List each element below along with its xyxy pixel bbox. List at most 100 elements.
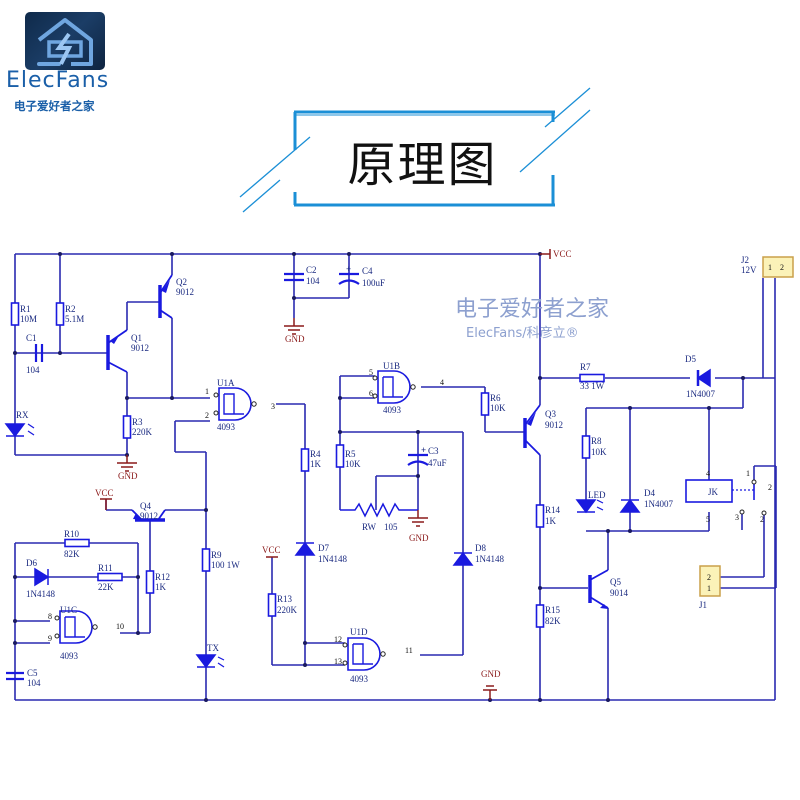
svg-text:1: 1 xyxy=(746,469,750,478)
svg-text:D4: D4 xyxy=(644,488,655,498)
transistor-q2 xyxy=(158,274,173,319)
svg-text:4093: 4093 xyxy=(383,405,402,415)
svg-text:1N4148: 1N4148 xyxy=(318,554,347,564)
logo-brand: ElecFans xyxy=(6,68,110,93)
svg-text:2: 2 xyxy=(760,515,764,524)
svg-text:Q3: Q3 xyxy=(545,409,556,419)
svg-text:104: 104 xyxy=(26,365,40,375)
svg-text:Q2: Q2 xyxy=(176,277,187,287)
svg-text:J1: J1 xyxy=(699,600,707,610)
resistor-r1 xyxy=(10,302,20,326)
svg-text:Q1: Q1 xyxy=(131,333,142,343)
svg-text:47uF: 47uF xyxy=(428,458,447,468)
resistor-r12 xyxy=(145,570,155,594)
svg-text:2: 2 xyxy=(768,483,772,492)
diode-d5 xyxy=(696,368,711,388)
led-tx xyxy=(195,654,217,669)
svg-text:1K: 1K xyxy=(310,459,322,469)
logo-subtitle: 电子爱好者之家 xyxy=(14,99,95,113)
svg-text:R11: R11 xyxy=(98,563,113,573)
resistor-r13 xyxy=(267,593,277,617)
svg-text:C4: C4 xyxy=(362,266,373,276)
vcc-label: VCC xyxy=(95,488,114,498)
ground-symbol xyxy=(407,509,429,527)
capacitor-c3 xyxy=(407,453,429,466)
page-title: 原理图 xyxy=(347,137,498,193)
svg-text:10K: 10K xyxy=(490,403,506,413)
svg-text:9012: 9012 xyxy=(176,287,194,297)
gnd-label: GND xyxy=(481,669,501,679)
svg-text:R7: R7 xyxy=(580,362,591,372)
svg-text:9012: 9012 xyxy=(131,343,149,353)
svg-text:D8: D8 xyxy=(475,543,486,553)
svg-text:R8: R8 xyxy=(591,436,602,446)
svg-text:+: + xyxy=(346,264,351,274)
svg-text:105: 105 xyxy=(384,522,398,532)
resistors xyxy=(10,302,605,628)
diode-d4 xyxy=(619,498,641,513)
svg-text:U1C: U1C xyxy=(60,605,77,615)
transistor-arrows xyxy=(110,280,608,609)
svg-text:1N4007: 1N4007 xyxy=(686,389,715,399)
svg-text:33 1W: 33 1W xyxy=(580,381,605,391)
gate-u1d xyxy=(342,637,387,671)
elecfans-logo xyxy=(25,12,105,70)
gate-u1a xyxy=(213,387,258,421)
svg-text:R12: R12 xyxy=(155,572,170,582)
resistor-r11 xyxy=(97,572,123,582)
resistor-r6 xyxy=(480,392,490,416)
resistor-r10 xyxy=(64,538,90,548)
svg-text:13: 13 xyxy=(334,657,342,666)
svg-text:R5: R5 xyxy=(345,449,356,459)
resistor-r4 xyxy=(300,448,310,472)
svg-text:2: 2 xyxy=(780,263,784,272)
svg-text:22K: 22K xyxy=(98,582,114,592)
led-rx xyxy=(4,423,26,438)
svg-text:4093: 4093 xyxy=(350,674,369,684)
svg-text:J2: J2 xyxy=(741,255,749,265)
svg-text:U1A: U1A xyxy=(217,378,235,388)
svg-text:1N4148: 1N4148 xyxy=(26,589,55,599)
transistor-q5 xyxy=(588,569,609,609)
connector-j2 xyxy=(762,256,794,278)
svg-text:1: 1 xyxy=(205,387,209,396)
power-symbols xyxy=(100,249,551,700)
resistor-r9 xyxy=(201,548,211,572)
resistor-r2 xyxy=(55,302,65,326)
svg-text:8: 8 xyxy=(48,612,52,621)
svg-text:3: 3 xyxy=(271,402,275,411)
svg-text:10K: 10K xyxy=(345,459,361,469)
svg-text:5: 5 xyxy=(369,368,373,377)
svg-text:R6: R6 xyxy=(490,393,501,403)
svg-text:2: 2 xyxy=(205,411,209,420)
svg-text:4: 4 xyxy=(706,469,710,478)
svg-text:9: 9 xyxy=(48,634,52,643)
resistor-r8 xyxy=(581,435,591,459)
svg-text:LED: LED xyxy=(588,490,606,500)
svg-text:TX: TX xyxy=(207,643,219,653)
svg-text:6: 6 xyxy=(369,389,373,398)
led-rays xyxy=(27,423,604,668)
svg-text:Q5: Q5 xyxy=(610,577,621,587)
svg-text:104: 104 xyxy=(27,678,41,688)
svg-text:5.1M: 5.1M xyxy=(65,314,84,324)
svg-text:1K: 1K xyxy=(155,582,167,592)
svg-text:12: 12 xyxy=(334,635,342,644)
svg-text:4: 4 xyxy=(440,378,444,387)
svg-text:+: + xyxy=(421,445,426,455)
resistor-r15 xyxy=(535,604,545,628)
title-frame xyxy=(239,87,591,213)
gnd-label: GND xyxy=(118,471,138,481)
transistor-q3 xyxy=(523,404,541,456)
svg-text:C1: C1 xyxy=(26,333,37,343)
svg-text:82K: 82K xyxy=(545,616,561,626)
svg-text:R13: R13 xyxy=(277,594,293,604)
svg-text:R1: R1 xyxy=(20,304,31,314)
svg-text:4093: 4093 xyxy=(217,422,236,432)
svg-text:R4: R4 xyxy=(310,449,321,459)
svg-text:RX: RX xyxy=(16,410,29,420)
capacitors xyxy=(6,272,429,681)
svg-text:R10: R10 xyxy=(64,529,80,539)
diodes xyxy=(4,368,711,669)
